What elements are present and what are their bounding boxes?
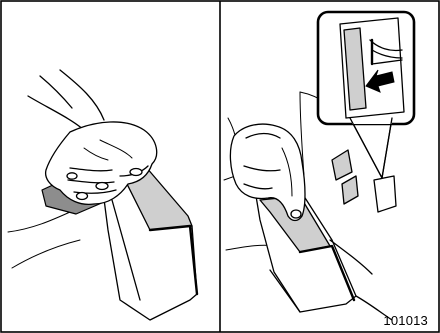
left-panel-hand-grip xyxy=(8,70,197,320)
figure-code: 101013 xyxy=(383,313,428,328)
right-panel-press-release xyxy=(224,12,414,320)
release-tab xyxy=(374,176,396,212)
